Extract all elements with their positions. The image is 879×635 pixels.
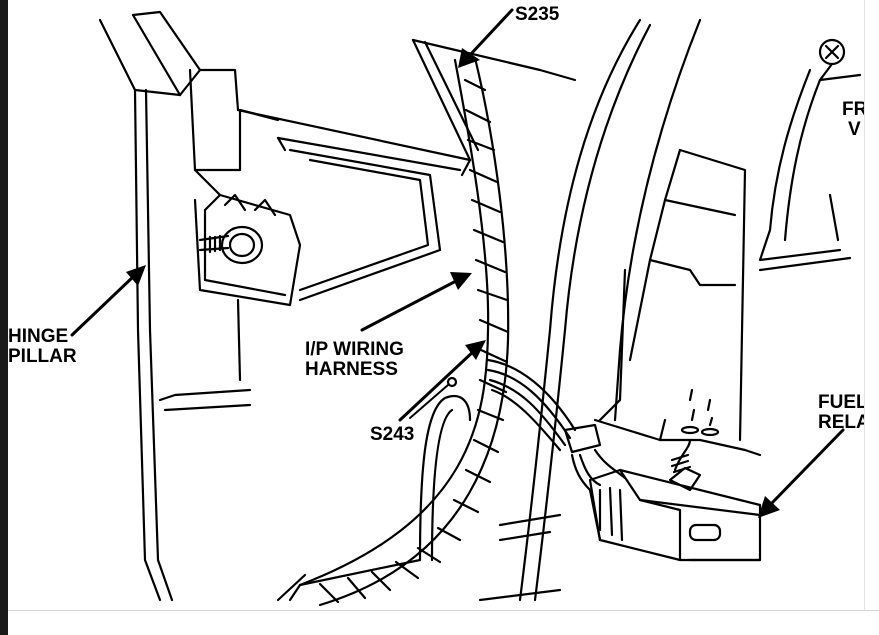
relay-bracket bbox=[593, 148, 762, 457]
fuel-relay-arrow bbox=[758, 428, 845, 518]
diagram-labels: HINGE PILLAR S235 I/P WIRING HARNESS S24… bbox=[8, 4, 870, 445]
fuel-relay-label-line2: RELA bbox=[818, 412, 870, 433]
floor-curve bbox=[298, 394, 472, 587]
windshield bbox=[758, 68, 862, 272]
ip-wiring-harness bbox=[276, 56, 510, 607]
circle-x-icon bbox=[818, 38, 846, 82]
hinge-pillar-label-line1: HINGE bbox=[8, 326, 68, 347]
fuel-relay-label-line1: FUEL bbox=[818, 392, 868, 413]
front-label-line2: V bbox=[848, 119, 861, 140]
s235-arrow bbox=[458, 8, 514, 68]
fuel-relay-box bbox=[588, 438, 762, 562]
mounting-bracket bbox=[188, 68, 302, 307]
s243-label: S243 bbox=[370, 424, 414, 445]
dashboard-panel bbox=[236, 38, 577, 382]
ip-harness-arrow bbox=[360, 272, 472, 332]
s235-label: S235 bbox=[515, 4, 560, 25]
hinge-pillar-structure bbox=[98, 10, 252, 602]
s243-arrows bbox=[398, 340, 486, 422]
front-label-line1: FR bbox=[842, 99, 868, 120]
hinge-pillar-label-line2: PILLAR bbox=[8, 346, 77, 367]
right-window-edge bbox=[864, 0, 879, 610]
ip-harness-label-line1: I/P WIRING bbox=[305, 339, 404, 360]
hinge-pillar-arrow bbox=[70, 265, 146, 337]
relay-wires bbox=[486, 358, 627, 492]
bottom-divider bbox=[8, 610, 879, 611]
ip-harness-label-line2: HARNESS bbox=[305, 359, 398, 380]
left-window-edge bbox=[0, 0, 8, 635]
